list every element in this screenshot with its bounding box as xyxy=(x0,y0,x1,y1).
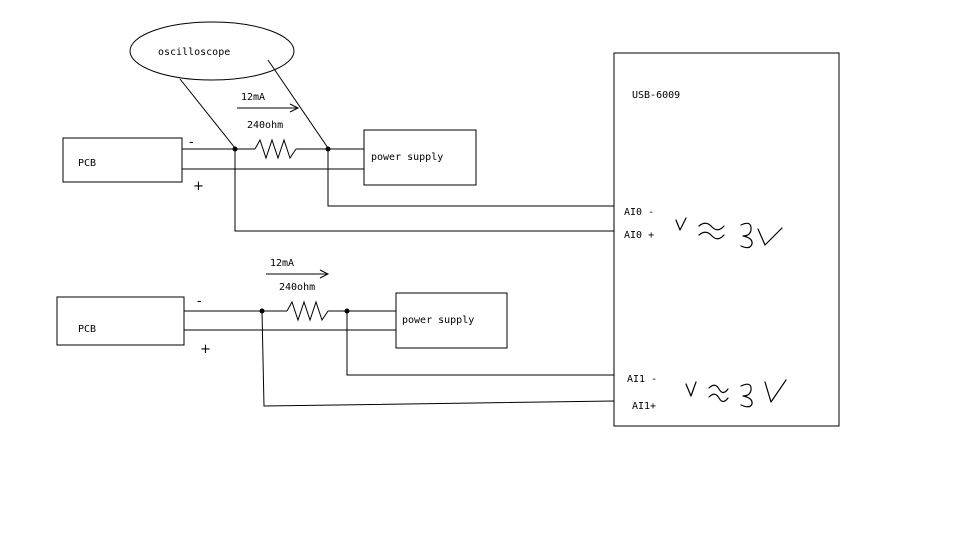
pcb-box-bottom xyxy=(56,296,185,346)
pcb-label-top: PCB xyxy=(78,158,96,169)
oscilloscope-probe-right xyxy=(267,59,329,149)
resistor-label-top: 240ohm xyxy=(247,120,283,131)
wire-to-ai0-minus xyxy=(327,149,614,207)
oscilloscope-probe-left xyxy=(179,78,236,149)
wire-to-ai1-plus xyxy=(261,310,615,407)
wire-to-ai0-plus xyxy=(234,149,614,232)
oscilloscope-label: oscilloscope xyxy=(158,47,230,58)
power-supply-box-top xyxy=(363,129,477,186)
ai0-plus-label: AI0 + xyxy=(624,230,654,241)
plus-sign-top: + xyxy=(193,179,204,194)
ai1-minus-label: AI1 - xyxy=(627,374,657,385)
plus-sign-bottom: + xyxy=(200,342,211,357)
pcb-box-top xyxy=(62,137,183,183)
minus-sign-bottom: - xyxy=(197,294,202,309)
ai0-minus-label: AI0 - xyxy=(624,207,654,218)
ai1-plus-label: AI1+ xyxy=(632,401,656,412)
usb-6009-label: USB-6009 xyxy=(632,90,680,101)
resistor-top xyxy=(254,138,297,160)
handwritten-ai1-note xyxy=(685,379,787,408)
current-arrowhead-bottom xyxy=(319,269,330,279)
current-label-bottom: 12mA xyxy=(270,258,294,269)
usb-6009-box xyxy=(613,52,840,427)
oscilloscope-ellipse xyxy=(129,21,295,81)
current-label-top: 12mA xyxy=(241,92,265,103)
power-supply-label-top: power supply xyxy=(371,152,443,163)
power-supply-label-bottom: power supply xyxy=(402,315,474,326)
pcb-label-bottom: PCB xyxy=(78,324,96,335)
wire-to-ai1-minus xyxy=(346,311,614,376)
minus-sign-top: - xyxy=(189,135,194,150)
current-arrowhead-top xyxy=(289,103,300,113)
handwritten-ai0-note xyxy=(675,217,783,249)
resistor-label-bottom: 240ohm xyxy=(279,282,315,293)
power-supply-box-bottom xyxy=(395,292,508,349)
resistor-bottom xyxy=(286,300,329,322)
